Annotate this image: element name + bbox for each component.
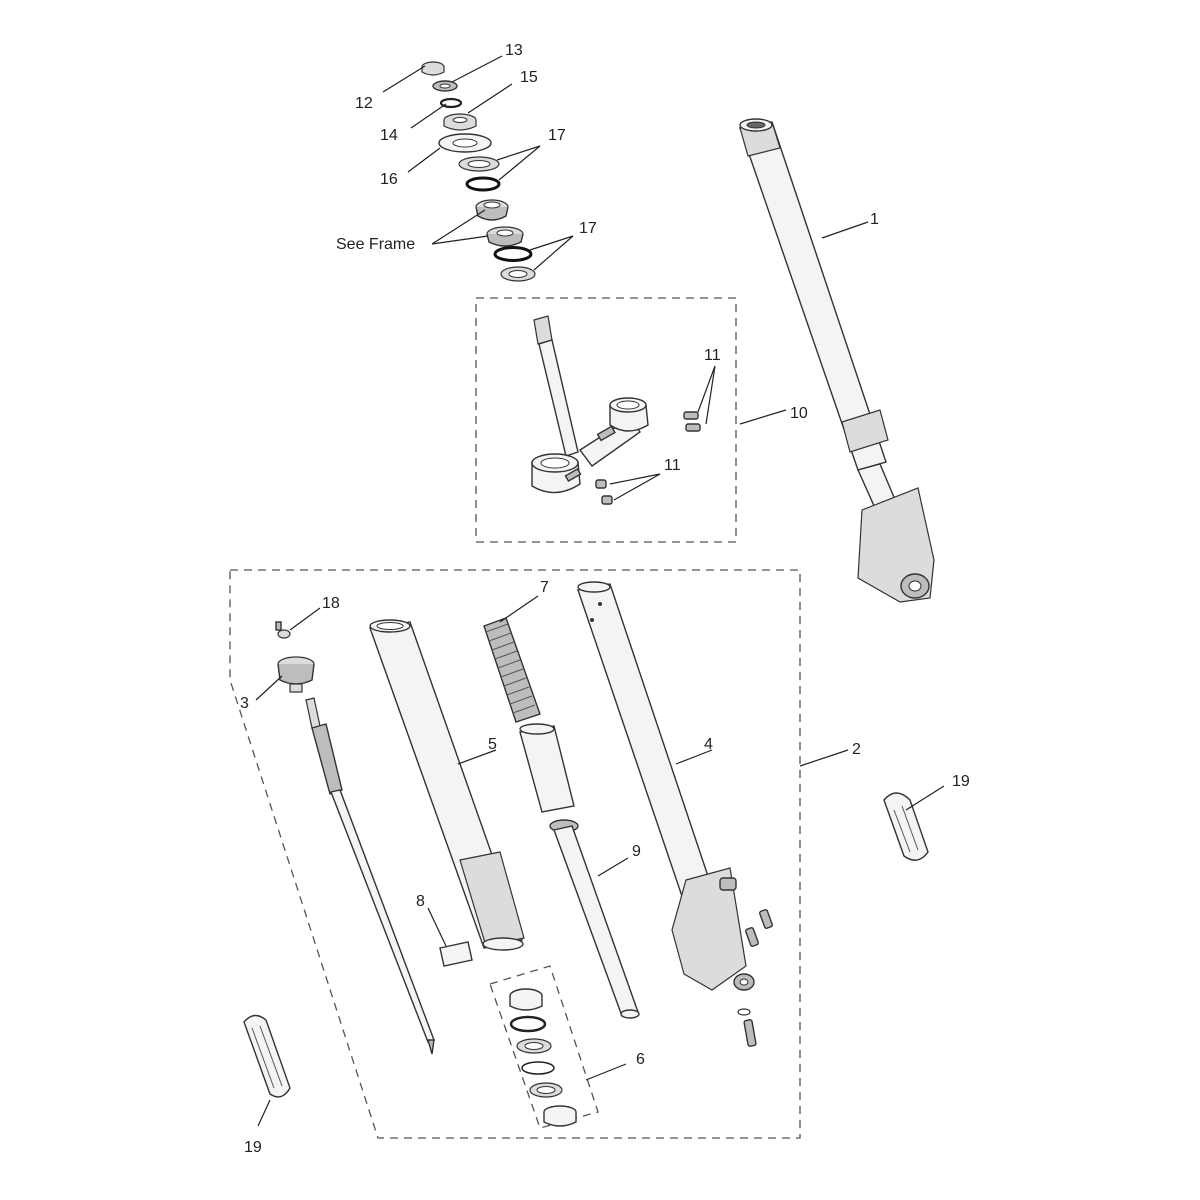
callout-5: 5 [488, 736, 497, 753]
callout-6: 6 [636, 1051, 645, 1068]
fork-internals-boundary [229, 569, 801, 1139]
callout-labels: 12 13 14 15 16 17 See Frame 17 1 11 10 1… [240, 42, 970, 1156]
callout-14: 14 [380, 127, 398, 144]
leader-5 [457, 749, 497, 765]
lower-bearing [486, 226, 524, 247]
leader-6 [585, 1063, 627, 1081]
leader-4 [675, 749, 713, 765]
callout-12: 12 [355, 95, 373, 112]
callout-11-lower: 11 [664, 457, 681, 474]
part-5-inner-tube [369, 619, 525, 951]
leader-1 [821, 221, 869, 239]
yoke-assembly-boundary [475, 297, 737, 543]
callout-17-lower: 17 [579, 220, 597, 237]
leader-3 [255, 675, 283, 701]
spacer-tube [519, 723, 575, 813]
callout-2: 2 [852, 741, 861, 758]
callout-18: 18 [322, 595, 340, 612]
part-8-bush-clip [439, 941, 473, 967]
leader-2 [799, 749, 849, 767]
upper-bearing [475, 199, 509, 221]
headstock-bearing-stack [421, 61, 536, 282]
leader-19-left [257, 1099, 271, 1127]
callout-16: 16 [380, 171, 398, 188]
part-4-outer-tube [577, 581, 755, 991]
callout-10: 10 [790, 405, 808, 422]
bearing-stack-leaders [382, 55, 574, 271]
leader-7 [499, 595, 539, 623]
leader-19-right [905, 785, 945, 811]
part-19-reflector-right [883, 792, 929, 861]
axle-pinch-bolt [737, 1008, 757, 1047]
part-17-lower-o-ring [493, 246, 533, 262]
part-3-top-cap [277, 656, 315, 693]
seal-kit-boundary [489, 965, 599, 1129]
callout-3: 3 [240, 695, 249, 712]
part-15-adjuster-nut [443, 113, 477, 131]
part-13-lock-washer [432, 80, 458, 92]
leader-8 [427, 907, 447, 947]
callout-11-upper: 11 [704, 347, 721, 364]
callout-19-right: 19 [952, 773, 970, 790]
callout-15: 15 [520, 69, 538, 86]
callout-9: 9 [632, 843, 641, 860]
part-19-reflector-left [243, 1014, 291, 1098]
part-6-seal-kit [509, 988, 577, 1127]
callout-13: 13 [505, 42, 523, 59]
see-frame-label: See Frame [336, 236, 415, 253]
part-11-clamp-bolts-upper [683, 411, 701, 432]
part-17-upper-o-ring [465, 176, 501, 192]
caliper-mount-bolts [745, 909, 773, 947]
part-12-top-nut [421, 61, 445, 76]
part-10-lower-yoke [531, 315, 649, 494]
part-17-upper-dust-seal [458, 156, 500, 172]
leader-9 [597, 857, 629, 877]
damper-cartridge-rod [305, 697, 435, 1055]
yoke-leaders [609, 365, 787, 501]
callout-17-upper: 17 [548, 127, 566, 144]
part-7-fork-spring [483, 617, 541, 723]
part-14-o-ring [439, 97, 463, 109]
part-16-thrust-washer [438, 133, 492, 153]
part-17-lower-dust-seal [500, 266, 536, 282]
callout-4: 4 [704, 736, 713, 753]
part-9-damper-rod [549, 819, 640, 1019]
part-1-fork-leg-assembly [739, 118, 935, 603]
part-18-small-screw [275, 621, 291, 639]
leader-18 [289, 607, 321, 631]
callout-8: 8 [416, 893, 425, 910]
callout-19-left: 19 [244, 1139, 262, 1156]
part-11-clamp-bolts-lower [595, 479, 613, 505]
callout-1: 1 [870, 211, 879, 228]
callout-7: 7 [540, 579, 549, 596]
